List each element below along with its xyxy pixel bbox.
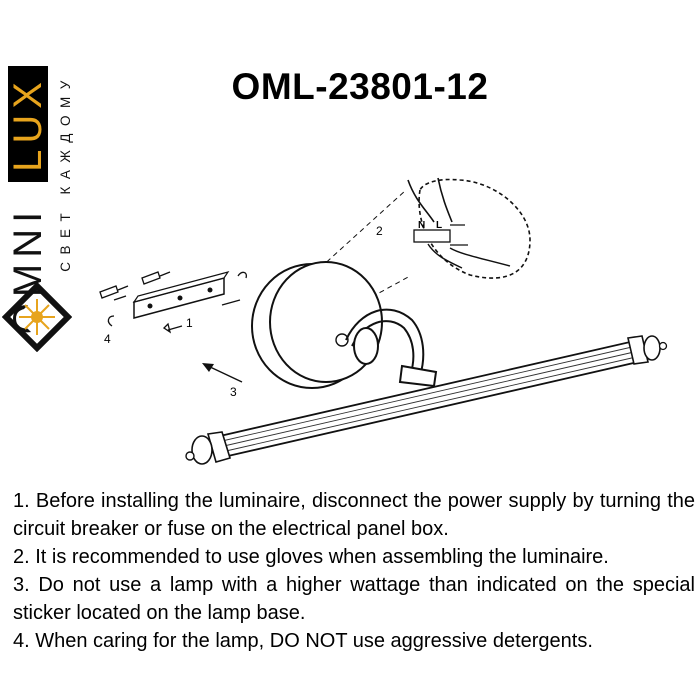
brand-tagline: СВЕТ КАЖДОМУ [54, 60, 76, 284]
step-label-1: 1 [186, 316, 193, 330]
step-label-4: 4 [104, 332, 111, 346]
model-title: OML-23801-12 [231, 66, 489, 107]
step-label-2: 2 [376, 224, 383, 238]
screws [107, 271, 248, 334]
instruction-1: 1. Before installing the luminaire, disc… [13, 490, 695, 540]
lamp-canopy [251, 261, 383, 389]
terminal-label-l: L [436, 220, 442, 231]
tagline-text: СВЕТ КАЖДОМУ [57, 72, 73, 272]
mounting-bracket [132, 271, 230, 319]
lamp-tube [185, 335, 668, 465]
sun-diamond-icon [2, 282, 72, 352]
wall-plugs [99, 271, 171, 301]
logo-lux-text: LUX [6, 76, 50, 172]
brand-logo: LUX OMNI [6, 66, 50, 362]
safety-instructions: 1. Before installing the luminaire, disc… [13, 487, 695, 655]
installation-diagram: N L 2 1 4 3 [99, 177, 668, 465]
wiring-detail: N L [407, 177, 531, 279]
lamp-arm [345, 308, 438, 388]
instruction-4: 4. When caring for the lamp, DO NOT use … [13, 630, 593, 652]
brand-logo-block: LUX OMNI СВЕТ КАЖДОМУ [0, 0, 100, 480]
instruction-3: 3. Do not use a lamp with a higher watta… [13, 574, 695, 624]
logo-lux-box: LUX [6, 66, 50, 182]
terminal-label-n: N [418, 220, 425, 231]
instruction-2: 2. It is recommended to use gloves when … [13, 546, 609, 568]
step-label-3: 3 [230, 385, 237, 399]
